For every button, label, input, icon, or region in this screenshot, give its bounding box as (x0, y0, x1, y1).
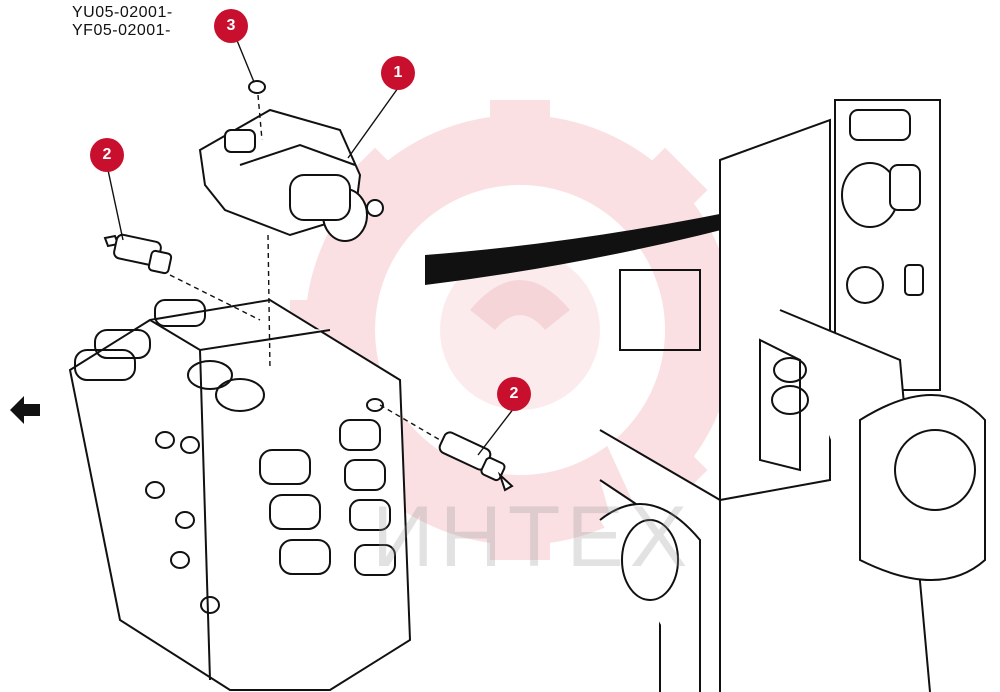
pressure-sensor-left (103, 233, 173, 275)
watermark-text: ИНТЕХ (372, 489, 694, 585)
callout-2-right[interactable]: 2 (497, 377, 531, 411)
callout-1[interactable]: 1 (381, 56, 415, 90)
serial-number-2: YF05-02001- (72, 22, 171, 39)
plug-part (248, 80, 266, 94)
control-valve-block (68, 298, 412, 691)
serial-number-1: YU05-02001- (72, 4, 173, 21)
leader-lines (107, 37, 515, 456)
callout-2-left[interactable]: 2 (90, 138, 124, 172)
callout-3[interactable]: 3 (214, 9, 248, 43)
arrow-left-icon[interactable] (10, 396, 40, 424)
pressure-sensor-right (438, 431, 514, 492)
solenoid-valve-assembly (198, 108, 384, 242)
machine-detail-view (599, 99, 986, 692)
